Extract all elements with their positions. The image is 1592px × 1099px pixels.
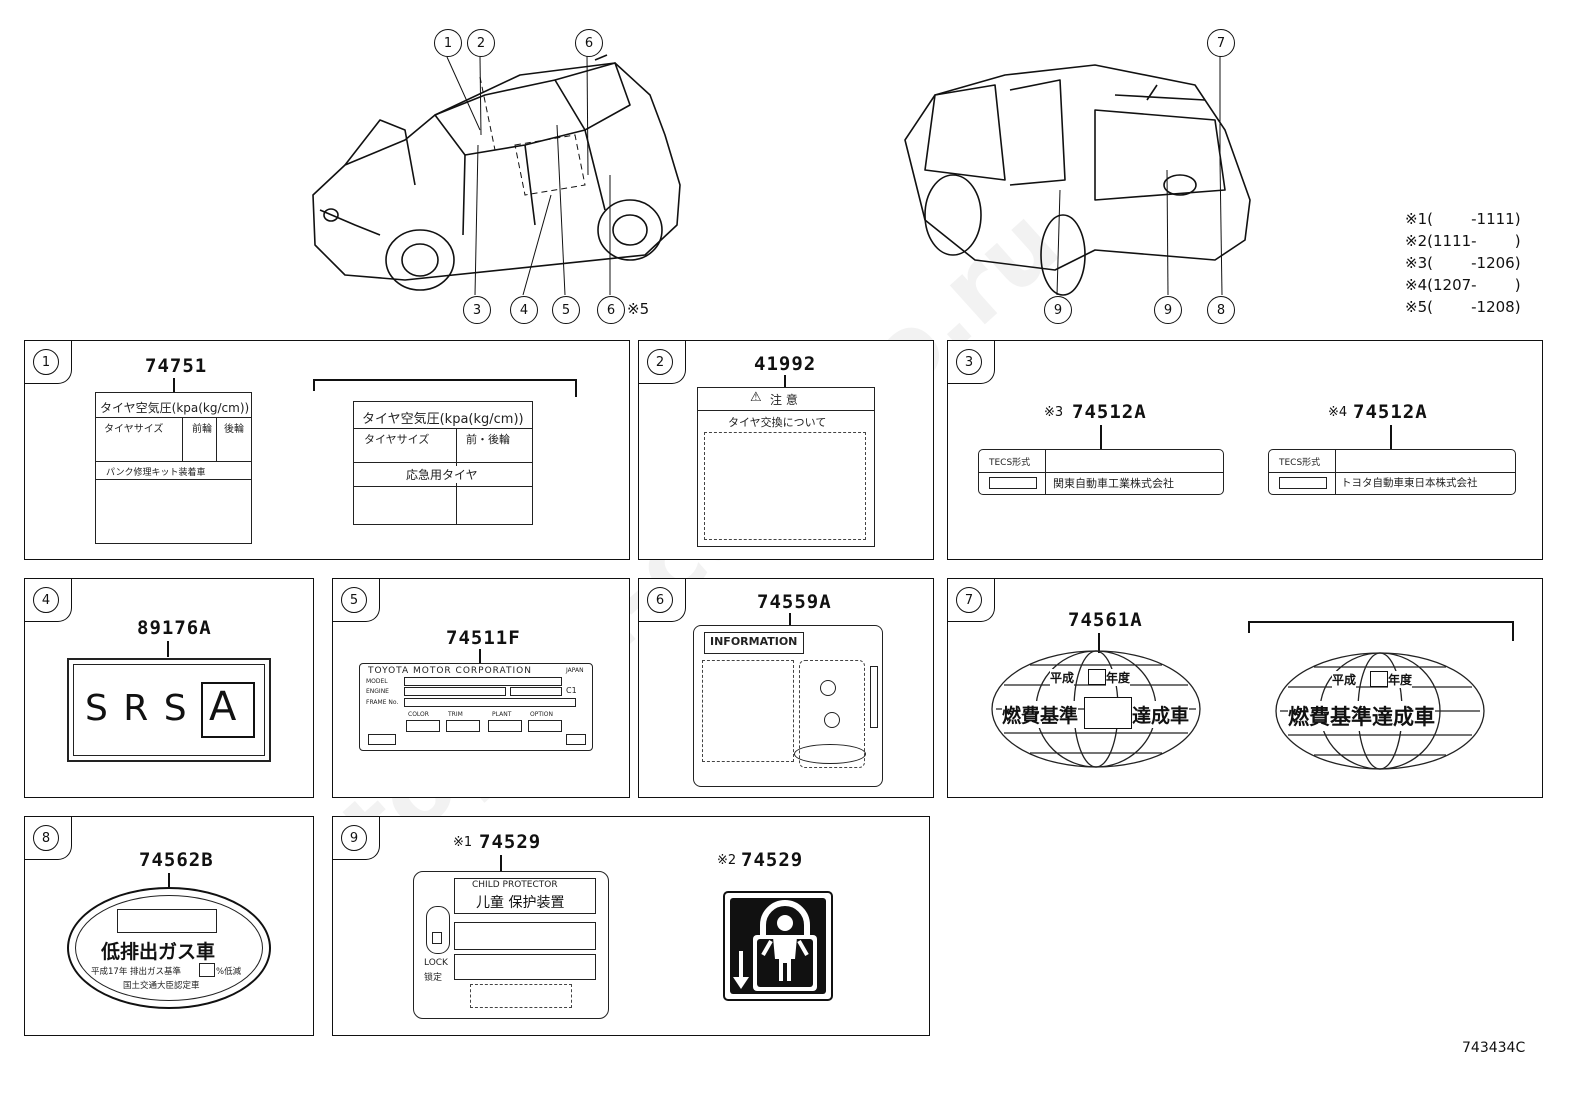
panel-6-part-number: 74559A bbox=[757, 591, 832, 613]
serial-legend: ※1( -1111) ※2(1111- ) ※3( -1206) ※4(1207… bbox=[1405, 210, 1545, 316]
panel-3-part-number-left: 74512A bbox=[1072, 401, 1147, 423]
information-label: INFORMATION bbox=[693, 625, 883, 787]
caution-label: ⚠ 注 意 タイヤ交換について bbox=[697, 387, 875, 547]
tire-pressure-label-a: タイヤ空気圧(kpa(kg/cm)) タイヤサイズ 前輪 後輪 パンク修理キット… bbox=[95, 392, 252, 544]
srs-airbag-label: S R S A bbox=[67, 658, 271, 762]
panel-7-part-number: 74561A bbox=[1068, 609, 1143, 631]
panel-3-part-number-right: 74512A bbox=[1353, 401, 1428, 423]
panel-5-part-number: 74511F bbox=[446, 627, 521, 649]
panel-5: 5 74511F TOYOTA MOTOR CORPORATION JAPAN … bbox=[332, 578, 630, 798]
front-callout-1: 1 bbox=[434, 29, 462, 57]
tire-pressure-label-b: タイヤ空気圧(kpa(kg/cm)) タイヤサイズ 前・後輪 応急用タイヤ bbox=[353, 401, 533, 525]
rear-car-illustration bbox=[904, 55, 1251, 296]
panel-8-number: 8 bbox=[33, 825, 59, 851]
panel-3-number: 3 bbox=[956, 349, 982, 375]
panel-4-part-number: 89176A bbox=[137, 617, 212, 639]
front-note-5: ※5 bbox=[627, 300, 650, 318]
rear-callout-9a: 9 bbox=[1044, 296, 1072, 324]
panel-6: 6 74559A INFORMATION bbox=[638, 578, 934, 798]
panel-2-number: 2 bbox=[647, 349, 673, 375]
child-protector-label: CHILD PROTECTOR 儿童 保护装置 LOCK 锁定 bbox=[413, 871, 609, 1019]
panel-9-part-number-left: 74529 bbox=[479, 831, 542, 853]
front-car-illustration bbox=[312, 54, 681, 296]
legend-row-3: ※3( -1206) bbox=[1405, 254, 1521, 272]
front-callout-4: 4 bbox=[510, 296, 538, 324]
rear-callout-8: 8 bbox=[1207, 296, 1235, 324]
front-callout-5: 5 bbox=[552, 296, 580, 324]
panel-2: 2 41992 ⚠ 注 意 タイヤ交換について bbox=[638, 340, 934, 560]
panel-4: 4 89176A S R S A bbox=[24, 578, 314, 798]
warning-triangle-icon: ⚠ bbox=[750, 390, 762, 405]
panel-3: 3 ※3 74512A ※4 74512A TECS形式 関東自動車工業株式会社… bbox=[947, 340, 1543, 560]
front-callout-6-top: 6 bbox=[575, 29, 603, 57]
panel-5-number: 5 bbox=[341, 587, 367, 613]
panel-2-part-number: 41992 bbox=[754, 353, 817, 375]
legend-row-4: ※4(1207- ) bbox=[1405, 276, 1521, 294]
panel-7-number: 7 bbox=[956, 587, 982, 613]
front-callout-2: 2 bbox=[467, 29, 495, 57]
panel-9-number: 9 bbox=[341, 825, 367, 851]
front-callout-6-bottom: 6 bbox=[597, 296, 625, 324]
panel-8: 8 74562B 低排出ガス車 平成17年 排出ガス基準 %低減 国土交通大臣認… bbox=[24, 816, 314, 1036]
legend-row-5: ※5( -1208) bbox=[1405, 298, 1521, 316]
panel-6-number: 6 bbox=[647, 587, 673, 613]
panel-9-part-number-right: 74529 bbox=[741, 849, 804, 871]
panel-8-part-number: 74562B bbox=[139, 849, 214, 871]
maker-plate-toyota-east: TECS形式 トヨタ自動車東日本株式会社 bbox=[1268, 449, 1516, 495]
front-callout-3: 3 bbox=[463, 296, 491, 324]
panel-7: 7 74561A 平成 年度 燃費基準 達成車 平成 年度 燃費基準達成車 bbox=[947, 578, 1543, 798]
panel-9: 9 ※1 74529 CHILD PROTECTOR 儿童 保护装置 LOCK … bbox=[332, 816, 930, 1036]
rear-callout-9b: 9 bbox=[1154, 296, 1182, 324]
vehicle-id-plate: TOYOTA MOTOR CORPORATION JAPAN MODEL ENG… bbox=[359, 663, 593, 751]
panel-4-number: 4 bbox=[33, 587, 59, 613]
panel-1: 1 74751 タイヤ空気圧(kpa(kg/cm)) タイヤサイズ 前輪 後輪 … bbox=[24, 340, 630, 560]
legend-row-2: ※2(1111- ) bbox=[1405, 232, 1521, 250]
legend-row-1: ※1( -1111) bbox=[1405, 210, 1521, 228]
child-lock-symbol-label bbox=[723, 891, 833, 1001]
diagram-code: 743434C bbox=[1462, 1040, 1526, 1056]
rear-callout-7: 7 bbox=[1207, 29, 1235, 57]
panel-1-part-number: 74751 bbox=[145, 355, 208, 377]
panel-1-number: 1 bbox=[33, 349, 59, 375]
maker-plate-kanto: TECS形式 関東自動車工業株式会社 bbox=[978, 449, 1224, 495]
low-emission-emblem: 低排出ガス車 平成17年 排出ガス基準 %低減 国土交通大臣認定車 bbox=[67, 887, 271, 1009]
